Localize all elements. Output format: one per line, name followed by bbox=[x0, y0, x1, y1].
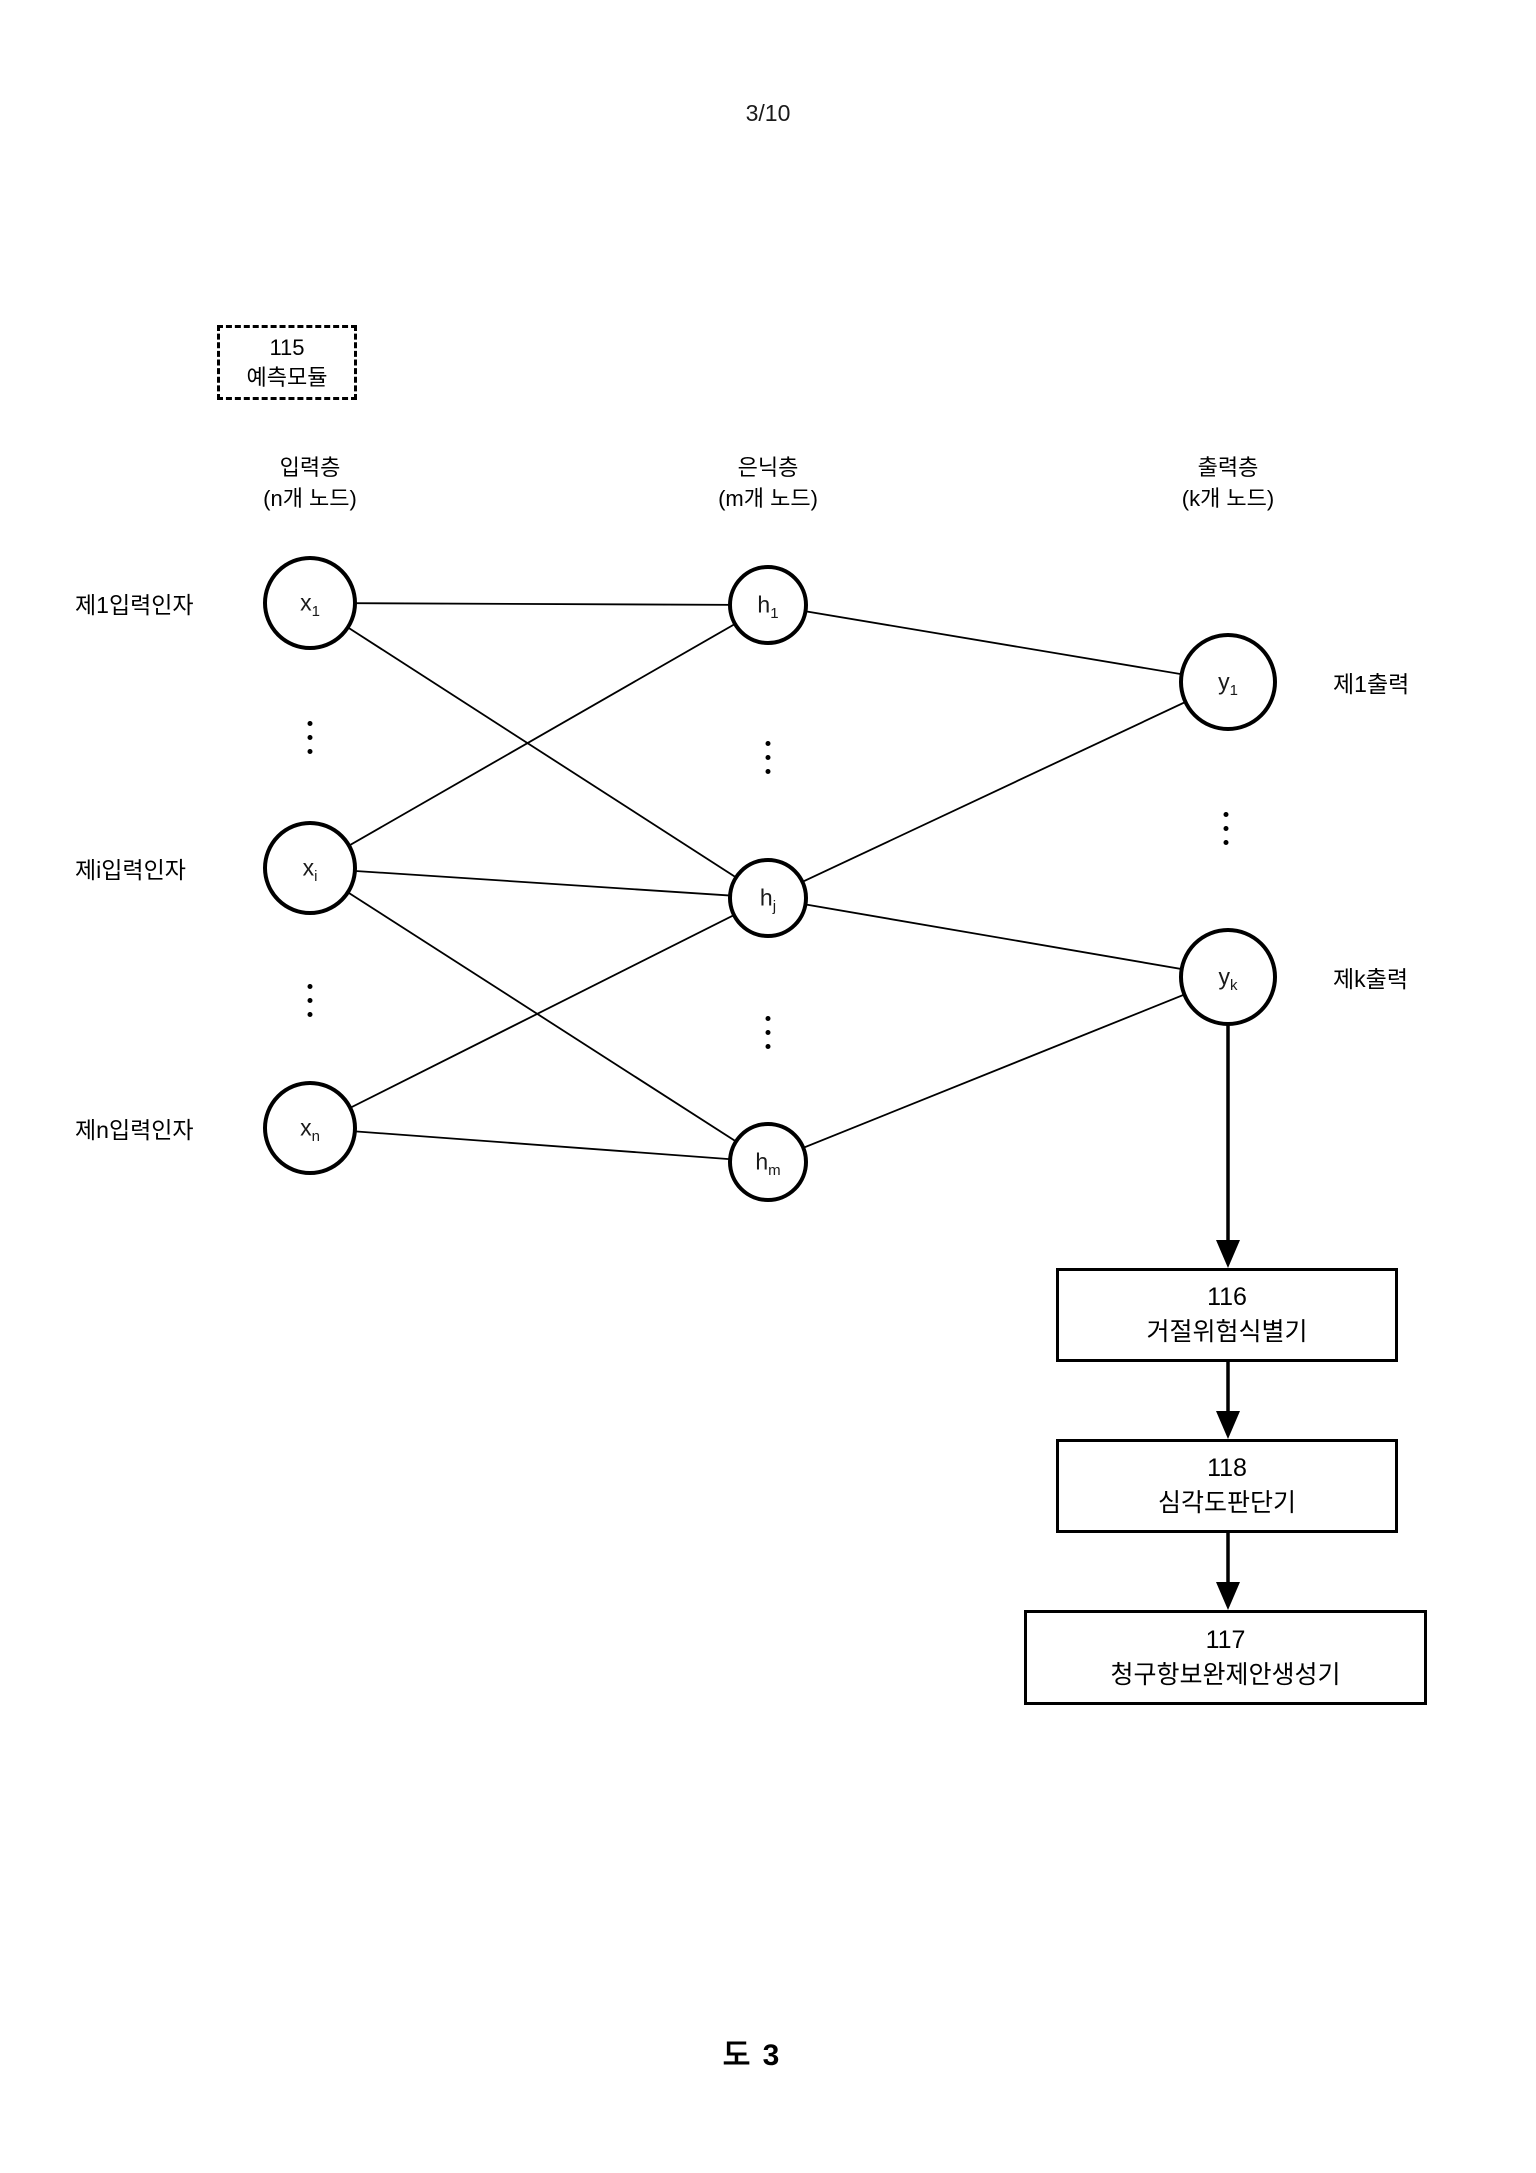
node-xi-base: x bbox=[302, 854, 315, 881]
flow-arrow-head-2 bbox=[1216, 1582, 1240, 1610]
edge-x1-h1 bbox=[309, 602, 769, 606]
node-circle-hj bbox=[728, 858, 808, 938]
hidden-layer-title: 은닉층 bbox=[737, 455, 799, 480]
edge-xn-hm bbox=[309, 1127, 769, 1163]
node-hj-base: h bbox=[759, 884, 773, 911]
node-xn-sub: n bbox=[311, 1128, 320, 1146]
node-label-xi: xi bbox=[302, 854, 318, 886]
edge-hm-yk bbox=[767, 976, 1229, 1163]
input-factor-n-label: 제n입력인자 bbox=[75, 1117, 194, 1143]
node-label-x1: x1 bbox=[300, 589, 320, 621]
node-circle-x1 bbox=[263, 556, 357, 650]
input-layer-title: 입력층 bbox=[279, 455, 341, 480]
output-k-label: 제k출력 bbox=[1333, 966, 1408, 992]
node-circle-y1 bbox=[1179, 633, 1277, 731]
input-layer-subtitle: (n개 노드) bbox=[263, 486, 357, 511]
flow-box-117-label: 청구항보완제안생성기 bbox=[1110, 1660, 1341, 1689]
node-circle-xi bbox=[263, 821, 357, 915]
edge-xn-hj bbox=[309, 897, 769, 1129]
node-hm-base: h bbox=[755, 1148, 769, 1175]
node-y1-base: y bbox=[1218, 668, 1230, 695]
vertical-ellipsis-icon bbox=[1223, 807, 1229, 849]
node-x1-sub: 1 bbox=[311, 603, 320, 621]
flow-arrow-head-1 bbox=[1216, 1411, 1240, 1439]
node-yk-sub: k bbox=[1230, 977, 1238, 995]
node-xn-base: x bbox=[300, 1114, 312, 1141]
node-circle-xn bbox=[263, 1081, 357, 1175]
node-xi-sub: i bbox=[314, 868, 318, 886]
module-box-number: 115 bbox=[269, 334, 305, 360]
flow-box-severity-judge: 118 심각도판단기 bbox=[1056, 1439, 1398, 1533]
node-circle-hm bbox=[728, 1122, 808, 1202]
flow-box-rejection-risk-identifier: 116 거절위험식별기 bbox=[1056, 1268, 1398, 1362]
input-factor-i-label: 제i입력인자 bbox=[75, 857, 186, 883]
node-y1-sub: 1 bbox=[1229, 682, 1238, 700]
vertical-ellipsis-icon bbox=[765, 736, 771, 778]
output-layer-subtitle: (k개 노드) bbox=[1181, 486, 1275, 511]
figure-caption: 도 3 bbox=[722, 2039, 782, 2072]
flow-box-claim-suggestion-generator: 117 청구항보완제안생성기 bbox=[1024, 1610, 1427, 1705]
edge-hj-yk bbox=[767, 897, 1229, 978]
edge-h1-y1 bbox=[767, 604, 1229, 683]
node-label-hm: hm bbox=[755, 1148, 781, 1180]
node-circle-h1 bbox=[728, 565, 808, 645]
node-label-y1: y1 bbox=[1218, 668, 1238, 700]
edge-xi-hj bbox=[309, 867, 769, 899]
output-1-label: 제1출력 bbox=[1333, 671, 1410, 697]
node-label-h1: h1 bbox=[757, 591, 779, 623]
input-layer-header: 입력층 (n개 노드) bbox=[263, 452, 357, 514]
flow-box-116-number: 116 bbox=[1207, 1283, 1247, 1311]
page-number: 3/10 bbox=[745, 100, 791, 126]
module-box: 115 예측모듈 bbox=[217, 325, 357, 400]
node-hm-sub: m bbox=[768, 1162, 781, 1180]
flow-box-116-label: 거절위험식별기 bbox=[1146, 1318, 1308, 1346]
edge-xi-h1 bbox=[309, 604, 769, 869]
vertical-ellipsis-icon bbox=[765, 1011, 771, 1053]
input-factor-1-label: 제1입력인자 bbox=[75, 592, 194, 618]
flow-box-118-label: 심각도판단기 bbox=[1157, 1489, 1296, 1517]
hidden-layer-header: 은닉층 (m개 노드) bbox=[718, 452, 818, 514]
node-x1-base: x bbox=[300, 589, 312, 616]
output-layer-header: 출력층 (k개 노드) bbox=[1182, 452, 1275, 514]
edge-hj-y1 bbox=[767, 681, 1229, 899]
hidden-layer-subtitle: (m개 노드) bbox=[718, 486, 818, 511]
node-yk-base: y bbox=[1218, 963, 1231, 990]
vertical-ellipsis-icon bbox=[307, 716, 313, 758]
edge-x1-hj bbox=[309, 602, 769, 899]
module-box-label: 예측모듈 bbox=[246, 364, 328, 390]
node-label-hj: hj bbox=[759, 884, 777, 916]
output-layer-title: 출력층 bbox=[1197, 455, 1259, 480]
node-h1-base: h bbox=[757, 591, 771, 618]
flow-arrow-head-0 bbox=[1216, 1240, 1240, 1268]
flow-box-117-number: 117 bbox=[1205, 1625, 1246, 1654]
flow-box-118-number: 118 bbox=[1207, 1454, 1247, 1482]
node-label-yk: yk bbox=[1218, 963, 1238, 995]
vertical-ellipsis-icon bbox=[307, 979, 313, 1021]
node-h1-sub: 1 bbox=[770, 605, 779, 623]
node-label-xn: xn bbox=[300, 1114, 320, 1146]
node-hj-sub: j bbox=[772, 898, 777, 916]
edge-xi-hm bbox=[309, 867, 769, 1163]
